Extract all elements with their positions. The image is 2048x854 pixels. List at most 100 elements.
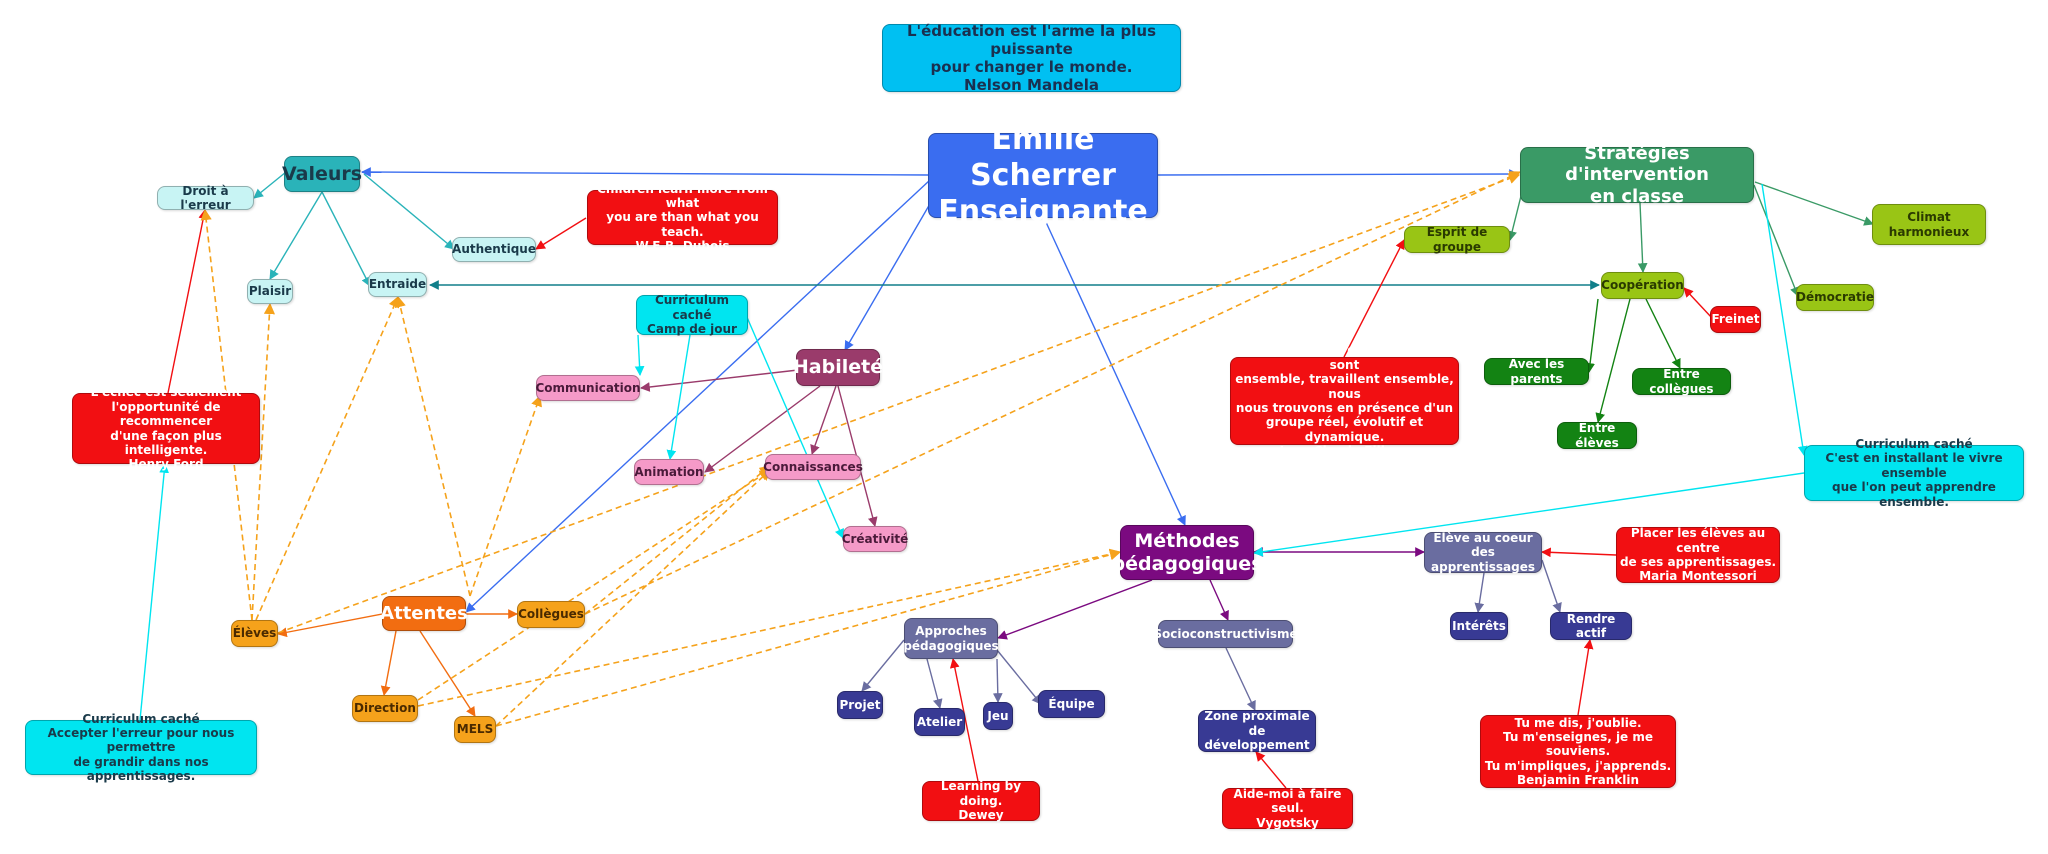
connector [666, 334, 691, 460]
dashed-connector [394, 295, 471, 597]
node-attentes[interactable]: Attentes [380, 596, 468, 631]
connector [1157, 169, 1519, 179]
node-connaissances[interactable]: Connaissances [763, 454, 863, 480]
node-rendre-actif[interactable]: Rendre actif [1550, 612, 1632, 640]
connector [1255, 751, 1287, 789]
dashed-connector [417, 469, 771, 701]
node-communication[interactable]: Communication [535, 375, 641, 401]
connector [419, 630, 476, 717]
dashed-connector [200, 208, 253, 621]
node-socio[interactable]: Socioconstructivisme [1153, 620, 1298, 648]
node-mels[interactable]: MELS [454, 716, 496, 743]
node-collegues[interactable]: Collègues [517, 601, 585, 628]
node-curriculum-vivre[interactable]: Curriculum caché C'est en installant le … [1804, 437, 2024, 509]
dashed-connector [417, 548, 1122, 707]
connector [996, 649, 1042, 705]
quote-freinet: Freinet [1710, 306, 1761, 333]
node-zone[interactable]: Zone proximale de développement [1198, 709, 1316, 752]
connector [1761, 183, 1808, 456]
node-curriculum-camp[interactable]: Curriculum caché Camp de jour [636, 293, 748, 336]
connector [1683, 287, 1713, 319]
dashed-connector [255, 295, 400, 621]
node-projet[interactable]: Projet [837, 691, 883, 719]
node-interets[interactable]: Intérêts [1450, 612, 1508, 640]
central-node[interactable]: Émilie Scherrer Enseignante [928, 122, 1158, 229]
node-democratie[interactable]: Démocratie [1796, 284, 1874, 311]
connector [992, 658, 1003, 703]
connector [535, 217, 587, 250]
node-atelier[interactable]: Atelier [914, 708, 965, 736]
dashed-connector [469, 394, 542, 597]
node-plaisir[interactable]: Plaisir [247, 279, 293, 304]
quote-vygotsky: Aide-moi à faire seul. Vygotsky [1222, 787, 1353, 830]
node-jeu[interactable]: Jeu [983, 702, 1013, 730]
connector [269, 191, 323, 280]
connector [139, 463, 170, 721]
connector [1044, 219, 1186, 526]
node-creativite[interactable]: Créativité [842, 526, 908, 552]
dashed-connector [251, 302, 276, 621]
node-entre-eleves[interactable]: Entre élèves [1557, 421, 1637, 450]
quote-montessori: Placer les élèves au centre de ses appre… [1616, 526, 1780, 583]
node-methodes[interactable]: Méthodes pédagogiques [1112, 525, 1263, 580]
node-cooperation[interactable]: Coopération [1601, 272, 1684, 299]
connector [926, 658, 943, 709]
connector [810, 385, 837, 455]
connector [1474, 572, 1485, 613]
node-approches[interactable]: Approches pédagogiques [903, 618, 999, 659]
connector [704, 385, 821, 473]
dashed-connector [495, 549, 1122, 727]
connector [253, 171, 287, 199]
connector [1343, 239, 1405, 358]
node-valeurs[interactable]: Valeurs [282, 156, 362, 192]
quote-dubois: Children learn more from what you are th… [587, 182, 778, 253]
dashed-connector [277, 173, 1521, 634]
connector [1577, 639, 1594, 716]
node-authentique[interactable]: Authentique [452, 237, 536, 262]
connector [1585, 298, 1599, 373]
node-equipe[interactable]: Équipe [1038, 690, 1105, 718]
node-curriculum-erreur[interactable]: Curriculum caché Accepter l'erreur pour … [25, 712, 257, 783]
node-esprit[interactable]: Esprit de groupe [1404, 225, 1510, 254]
connector [1637, 202, 1648, 273]
quote-filloux: Lorsqu'un maitre et des élèves sont ense… [1230, 343, 1459, 458]
quote-dewey: Learning by doing. Dewey [922, 779, 1040, 822]
connector [1645, 298, 1681, 369]
node-strategies[interactable]: Stratégies d'intervention en classe [1520, 143, 1754, 207]
quote-mandela: L'éducation est l'arme la plus puissante… [882, 22, 1181, 94]
quote-ford: L'échec est seulement l'opportunité de r… [72, 385, 260, 471]
connector [321, 191, 371, 287]
connector [361, 167, 929, 177]
connector [861, 639, 905, 692]
connector [634, 334, 645, 376]
connector [997, 579, 1153, 640]
quote-franklin: Tu me dis, j'oublie. Tu m'enseignes, je … [1480, 715, 1676, 788]
node-entre-collegues[interactable]: Entre collègues [1632, 367, 1731, 396]
node-habilete[interactable]: Habileté [793, 349, 883, 386]
dashed-connector [495, 469, 771, 727]
connector [1541, 559, 1562, 613]
connector [363, 173, 455, 250]
node-eleves[interactable]: Élèves [231, 620, 278, 647]
connector [1253, 472, 1805, 557]
connector [167, 209, 209, 394]
connector [1753, 184, 1800, 297]
connector [1541, 547, 1617, 558]
connector [277, 613, 383, 638]
node-direction[interactable]: Direction [352, 695, 418, 722]
connector [380, 630, 397, 696]
connector [949, 658, 979, 782]
connector [745, 314, 844, 539]
node-entraide[interactable]: Entraide [368, 272, 427, 297]
node-animation[interactable]: Animation [634, 459, 704, 485]
node-eleve-coeur[interactable]: Élève au coeur des apprentissages [1424, 531, 1542, 574]
connector [1754, 181, 1874, 226]
connector [1225, 647, 1256, 711]
dashed-connector [584, 171, 1522, 615]
node-droit-erreur[interactable]: Droit à l'erreur [157, 184, 254, 212]
node-climat[interactable]: Climat harmonieux [1872, 204, 1986, 245]
connector [1595, 298, 1631, 423]
connector [465, 179, 931, 613]
node-parents[interactable]: Avec les parents [1484, 357, 1589, 386]
